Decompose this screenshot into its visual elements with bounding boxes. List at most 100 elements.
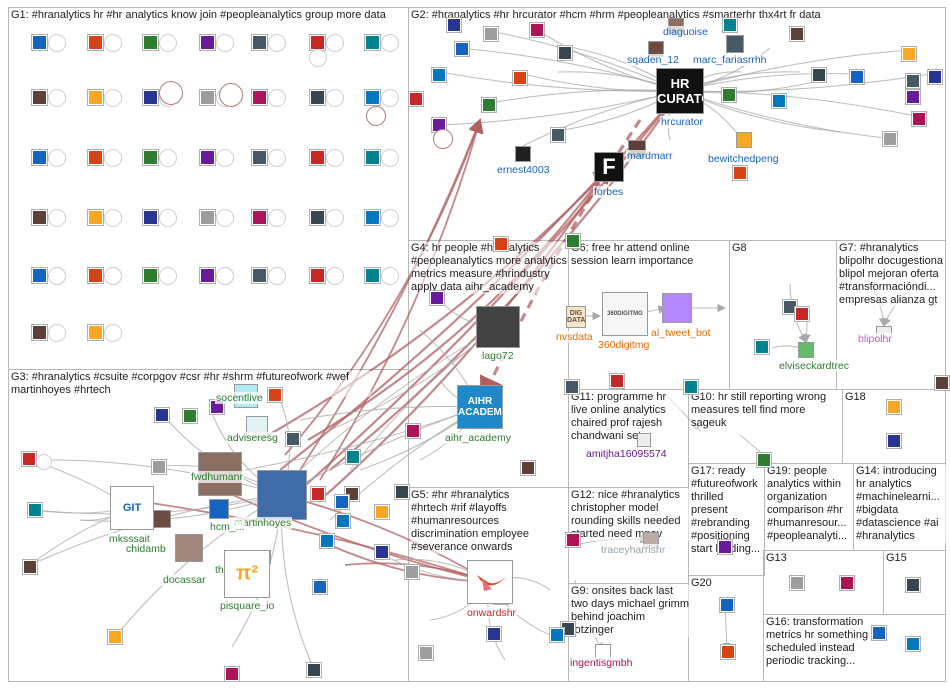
g3-node-14[interactable] <box>311 487 325 501</box>
node-label-onwardshr[interactable]: onwardshr <box>466 607 518 619</box>
misc-node-19[interactable] <box>755 340 769 354</box>
node-label-mardmarr[interactable]: mardmarr <box>626 150 674 162</box>
g3-node-9[interactable] <box>313 580 327 594</box>
g3-node-1[interactable] <box>28 503 42 517</box>
g1-node-1-3[interactable] <box>200 90 215 105</box>
g3-node-3[interactable] <box>108 630 122 644</box>
g1-node-0-4[interactable] <box>252 35 267 50</box>
g2-node-18[interactable] <box>772 94 786 108</box>
misc-node-22[interactable] <box>887 434 901 448</box>
node-al-tweet-bot[interactable] <box>662 293 692 323</box>
g2-node-7[interactable] <box>482 98 496 112</box>
g2-node-19[interactable] <box>850 70 864 84</box>
g1-node-1-5[interactable] <box>310 90 325 105</box>
g1-node-2-2[interactable] <box>143 150 158 165</box>
g2-node-14[interactable] <box>928 70 942 84</box>
node-360digitmg[interactable]: 360DIGITMG <box>602 292 648 336</box>
node-label-marc-fariasrrhh[interactable]: marc_fariasrrhh <box>692 54 768 66</box>
g1-node-3-3[interactable] <box>200 210 215 225</box>
g1-node-1-2[interactable] <box>143 90 158 105</box>
node-docassar[interactable] <box>175 534 203 562</box>
g3-node-8[interactable] <box>336 514 350 528</box>
misc-node-15[interactable] <box>757 453 771 467</box>
g1-node-1-6[interactable] <box>365 90 380 105</box>
node-lago72[interactable] <box>476 306 520 348</box>
g2-node-9[interactable] <box>551 128 565 142</box>
node-aihr-academy[interactable]: AIHR ACADEMY <box>457 385 503 429</box>
node-label-lago72[interactable]: lago72 <box>481 350 515 362</box>
g2-node-1[interactable] <box>484 27 498 41</box>
g1-node-2-0[interactable] <box>32 150 47 165</box>
g1-node-3-1[interactable] <box>88 210 103 225</box>
g1-node-0-5[interactable] <box>310 35 325 50</box>
g1-node-1-1[interactable] <box>88 90 103 105</box>
node-label-amitjha16095574[interactable]: amitjha16095574 <box>585 448 668 460</box>
g1-node-4-6[interactable] <box>365 268 380 283</box>
g2-node-6[interactable] <box>513 71 527 85</box>
g3-node-6[interactable] <box>225 667 239 681</box>
g3-node-2[interactable] <box>23 560 37 574</box>
node-label-fwdhumanr[interactable]: fwdhumanr <box>190 471 244 483</box>
misc-node-12[interactable] <box>550 628 564 642</box>
node-pisquare-io[interactable]: π² <box>224 550 270 598</box>
g3-node-15[interactable] <box>346 450 360 464</box>
node-mksssait[interactable]: GIT <box>110 486 154 530</box>
misc-node-26[interactable] <box>906 637 920 651</box>
node-amitjha16095574[interactable] <box>637 433 651 447</box>
misc-node-14[interactable] <box>721 645 735 659</box>
g1-node-3-2[interactable] <box>143 210 158 225</box>
misc-node-5[interactable] <box>684 380 698 394</box>
misc-node-0[interactable] <box>494 237 508 251</box>
misc-node-2[interactable] <box>430 291 444 305</box>
g3-node-20[interactable] <box>406 424 420 438</box>
g2-node-4[interactable] <box>432 68 446 82</box>
node-nvsdata[interactable]: DIG DATA <box>566 306 586 328</box>
g2-node-0[interactable] <box>447 18 461 32</box>
g1-node-2-1[interactable] <box>88 150 103 165</box>
node-label-ingentisgmbh[interactable]: ingentisgmbh <box>569 657 634 669</box>
misc-node-24[interactable] <box>840 576 854 590</box>
node-label-diaguoise[interactable]: diaguoise <box>662 26 709 38</box>
node-label-hcm-[interactable]: hcm_... <box>209 521 246 533</box>
node-label-blipolhr[interactable]: blipolhr <box>857 333 893 345</box>
node-label-mksssait[interactable]: mksssait <box>108 533 151 545</box>
node-onwardshr[interactable] <box>467 560 513 604</box>
g2-node-3[interactable] <box>558 46 572 60</box>
g2-node-11[interactable] <box>723 18 737 32</box>
g3-node-5[interactable] <box>152 460 166 474</box>
node-label-360digitmg[interactable]: 360digitmg <box>597 339 651 351</box>
g2-node-22[interactable] <box>906 90 920 104</box>
g1-node-0-0[interactable] <box>32 35 47 50</box>
node-marc-fariasrrhh[interactable] <box>726 35 744 53</box>
g3-node-23[interactable] <box>335 495 349 509</box>
g1-node-0-6[interactable] <box>365 35 380 50</box>
node-label-bewitchedpeng[interactable]: bewitchedpeng <box>707 153 780 165</box>
node-hrcurator[interactable]: HR CURATOR <box>656 68 704 114</box>
node-forbes[interactable]: F <box>594 152 624 182</box>
node-elviseckardtrec[interactable] <box>798 342 814 358</box>
g1-node-4-2[interactable] <box>143 268 158 283</box>
g1-node-2-6[interactable] <box>365 150 380 165</box>
g1-node-3-5[interactable] <box>310 210 325 225</box>
g2-node-17[interactable] <box>812 68 826 82</box>
node-label-ernest4003[interactable]: ernest4003 <box>496 164 551 176</box>
g3-node-11[interactable] <box>183 409 197 423</box>
misc-node-25[interactable] <box>906 578 920 592</box>
g1-node-2-5[interactable] <box>310 150 325 165</box>
node-label-docassar[interactable]: docassar <box>162 574 207 586</box>
node-martinhoyes[interactable] <box>257 470 307 520</box>
g1-node-4-4[interactable] <box>252 268 267 283</box>
g1-node-4-3[interactable] <box>200 268 215 283</box>
g1-node-3-6[interactable] <box>365 210 380 225</box>
node-hcm-[interactable] <box>209 499 229 519</box>
g1-node-5-1[interactable] <box>88 325 103 340</box>
g2-node-20[interactable] <box>733 166 747 180</box>
g1-node-0-3[interactable] <box>200 35 215 50</box>
misc-node-8[interactable] <box>487 627 501 641</box>
g2-node-23[interactable] <box>906 74 920 88</box>
g2-node-2[interactable] <box>530 23 544 37</box>
g2-node-16[interactable] <box>912 112 926 126</box>
node-label-martinhoyes[interactable]: martinhoyes <box>233 517 293 529</box>
g3-node-4[interactable] <box>155 408 169 422</box>
g2-node-10[interactable] <box>409 92 423 106</box>
